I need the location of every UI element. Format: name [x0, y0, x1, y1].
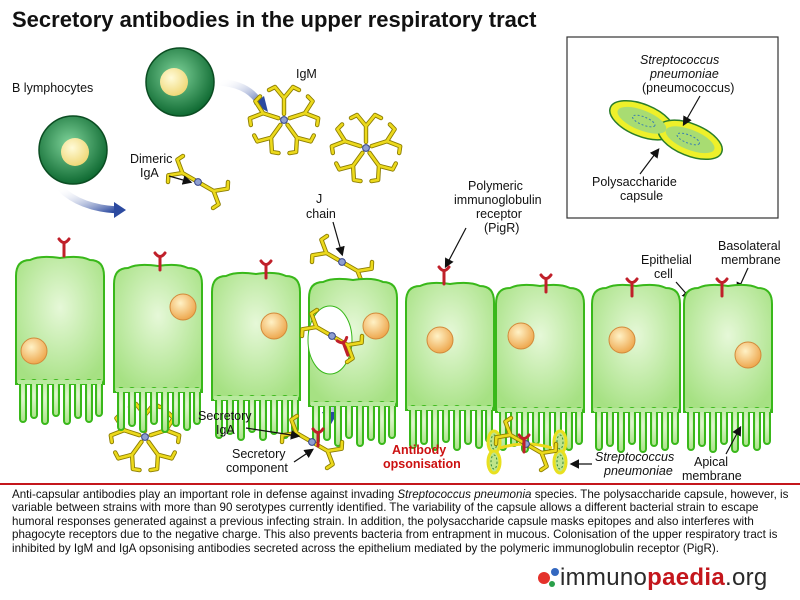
opsonisation-label-1: Antibody: [392, 443, 446, 457]
brand-wordmark[interactable]: immunopaedia.org: [560, 564, 768, 592]
page-title: Secretory antibodies in the upper respir…: [12, 7, 537, 32]
b-lymphocytes-label: B lymphocytes: [12, 81, 93, 95]
igm-pentamer-2: [330, 115, 402, 184]
secretory-component-label-2: component: [226, 461, 288, 475]
secretory-component-label-1: Secretory: [232, 447, 286, 461]
caption-part1: Anti-capsular antibodies play an importa…: [12, 488, 398, 501]
strep-label-1: Streptococcus: [595, 450, 674, 464]
strep-label-2: pneumoniae: [603, 464, 673, 478]
opsonisation-label-2: opsonisation: [383, 457, 461, 471]
igm-pentamer: [248, 87, 320, 156]
inset-common-name: (pneumococcus): [642, 81, 734, 95]
opsonised-bacteria: [486, 417, 568, 475]
secretory-iga-label-1: Secretory: [198, 409, 252, 423]
b-lymphocytes: [38, 47, 215, 185]
igm-label: IgM: [296, 67, 317, 81]
caption-species: Streptococcus pneumonia: [397, 488, 532, 501]
pneumococcus-inset: [566, 36, 779, 219]
epithelial-label-1: Epithelial: [641, 253, 692, 267]
inset-capsule-2: capsule: [620, 189, 663, 203]
brand-logo-icon: [538, 568, 559, 587]
pigr-label-3: receptor: [476, 207, 522, 221]
apical-label-2: membrane: [682, 469, 742, 483]
brand-post: .org: [725, 564, 768, 591]
inset-species-1: Streptococcus: [640, 53, 719, 67]
pigr-label-4: (PigR): [484, 221, 519, 235]
caption-part2: species. The polysaccharide capsule, how…: [12, 488, 789, 555]
j-chain-label-1: J: [316, 192, 322, 206]
dimeric-iga: [165, 155, 230, 210]
pigr-label-2: immunoglobulin: [454, 193, 542, 207]
apical-label-1: Apical: [694, 455, 728, 469]
pigr-label-1: Polymeric: [468, 179, 523, 193]
epithelium: [14, 254, 774, 454]
basolateral-label-1: Basolateral: [718, 239, 781, 253]
basolateral-label-2: membrane: [721, 253, 781, 267]
inset-species-2: pneumoniae: [649, 67, 719, 81]
dimeric-label-1: Dimeric: [130, 152, 172, 166]
dimeric-label-2: IgA: [140, 166, 159, 180]
caption: Anti-capsular antibodies play an importa…: [12, 488, 790, 555]
brand-mid: paedia: [647, 564, 726, 591]
secretory-iga-label-2: IgA: [216, 423, 235, 437]
brand-pre: immuno: [560, 564, 648, 591]
inset-capsule-1: Polysaccharide: [592, 175, 677, 189]
epithelial-label-2: cell: [654, 267, 673, 281]
j-chain-label-2: chain: [306, 207, 336, 221]
